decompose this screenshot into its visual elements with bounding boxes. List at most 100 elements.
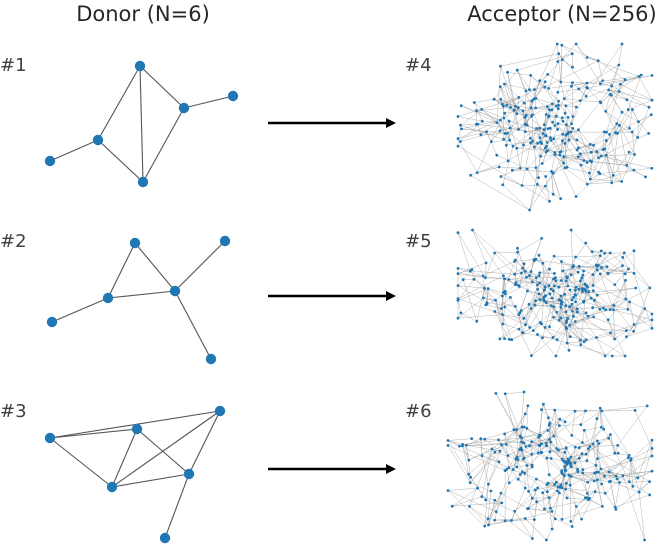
acceptor-edge xyxy=(571,87,587,124)
acceptor-node xyxy=(545,141,549,144)
acceptor-node xyxy=(522,441,526,445)
acceptor-node xyxy=(581,471,585,475)
acceptor-edge xyxy=(569,324,587,340)
acceptor-node xyxy=(456,115,460,118)
acceptor-node xyxy=(543,299,546,303)
acceptor-edge xyxy=(584,427,602,431)
acceptor-node xyxy=(620,42,624,46)
acceptor-node xyxy=(572,296,575,299)
acceptor-node xyxy=(506,131,509,135)
acceptor-edge xyxy=(523,127,540,146)
acceptor-edge xyxy=(511,330,534,340)
acceptor-edge xyxy=(515,458,526,474)
acceptor-edge xyxy=(580,291,587,345)
acceptor-edge xyxy=(615,127,630,133)
acceptor-edge xyxy=(592,307,611,310)
acceptor-edge xyxy=(575,43,601,84)
acceptor-node xyxy=(542,123,546,127)
acceptor-node xyxy=(597,442,601,445)
acceptor-node xyxy=(500,501,504,505)
acceptor-edge xyxy=(630,448,653,461)
acceptor-node xyxy=(561,269,565,273)
acceptor-node xyxy=(580,452,584,456)
acceptor-node xyxy=(533,303,537,307)
acceptor-node xyxy=(519,309,523,312)
acceptor-edge xyxy=(513,437,522,470)
acceptor-edge xyxy=(604,331,634,357)
acceptor-node xyxy=(484,276,487,280)
acceptor-edge xyxy=(447,438,472,441)
acceptor-edge xyxy=(504,433,519,460)
acceptor-node xyxy=(569,520,573,523)
acceptor-edge xyxy=(538,293,557,313)
acceptor-node xyxy=(560,260,563,263)
acceptor-edge xyxy=(526,101,533,126)
acceptor-edge xyxy=(502,184,530,211)
acceptor-node xyxy=(561,472,564,476)
acceptor-edge xyxy=(549,492,560,498)
acceptor-edge xyxy=(551,109,564,122)
acceptor-node xyxy=(495,153,499,157)
acceptor-edge xyxy=(469,506,489,526)
acceptor-node xyxy=(617,90,621,93)
acceptor-edge xyxy=(470,452,496,483)
acceptor-edge xyxy=(457,268,473,270)
acceptor-node xyxy=(636,476,639,480)
acceptor-node xyxy=(632,271,636,275)
acceptor-edge xyxy=(601,267,635,274)
acceptor-column-title: Acceptor (N=256) xyxy=(467,2,657,26)
acceptor-edge xyxy=(561,261,579,273)
acceptor-edge xyxy=(491,130,501,142)
acceptor-edge xyxy=(517,70,540,129)
acceptor-edge xyxy=(592,273,609,286)
acceptor-node xyxy=(589,150,593,154)
acceptor-node xyxy=(584,94,588,98)
acceptor-edge xyxy=(579,437,609,459)
acceptor-edge xyxy=(575,255,601,258)
acceptor-node xyxy=(530,440,533,443)
acceptor-node xyxy=(487,482,490,486)
donor-edge xyxy=(188,410,221,475)
acceptor-node xyxy=(565,123,568,127)
acceptor-node xyxy=(516,106,520,110)
donor-node xyxy=(183,468,195,480)
acceptor-edge xyxy=(560,484,590,499)
acceptor-node xyxy=(575,138,579,142)
acceptor-edge xyxy=(447,440,463,445)
acceptor-edge xyxy=(495,299,503,315)
acceptor-edge xyxy=(615,482,620,508)
acceptor-node xyxy=(595,417,599,421)
acceptor-edge xyxy=(609,64,620,95)
acceptor-edge xyxy=(615,114,652,133)
acceptor-node xyxy=(559,483,563,487)
acceptor-node xyxy=(494,392,498,395)
donor-label-2: #2 xyxy=(0,231,27,252)
acceptor-node xyxy=(486,287,490,290)
acceptor-node xyxy=(526,289,529,293)
acceptor-node xyxy=(541,261,545,265)
acceptor-edge xyxy=(506,469,510,483)
acceptor-edge xyxy=(528,508,535,520)
acceptor-edge xyxy=(607,265,623,274)
donor-node xyxy=(129,237,141,249)
acceptor-edge xyxy=(447,440,471,478)
acceptor-edge xyxy=(633,308,645,332)
acceptor-edge xyxy=(580,410,586,425)
acceptor-edge xyxy=(515,259,540,283)
acceptor-node xyxy=(508,126,512,130)
acceptor-edge xyxy=(542,263,545,291)
acceptor-node xyxy=(584,452,588,456)
acceptor-edge xyxy=(461,105,501,121)
acceptor-node xyxy=(603,354,607,358)
acceptor-edge xyxy=(514,259,534,262)
acceptor-node xyxy=(627,267,630,271)
acceptor-edge xyxy=(549,451,565,453)
acceptor-node xyxy=(502,291,505,294)
acceptor-node xyxy=(571,65,574,69)
acceptor-node xyxy=(507,481,511,485)
acceptor-edge xyxy=(613,309,628,311)
acceptor-edge xyxy=(565,301,584,313)
acceptor-edge xyxy=(605,111,617,124)
acceptor-node xyxy=(570,525,574,528)
acceptor-node xyxy=(602,130,606,134)
